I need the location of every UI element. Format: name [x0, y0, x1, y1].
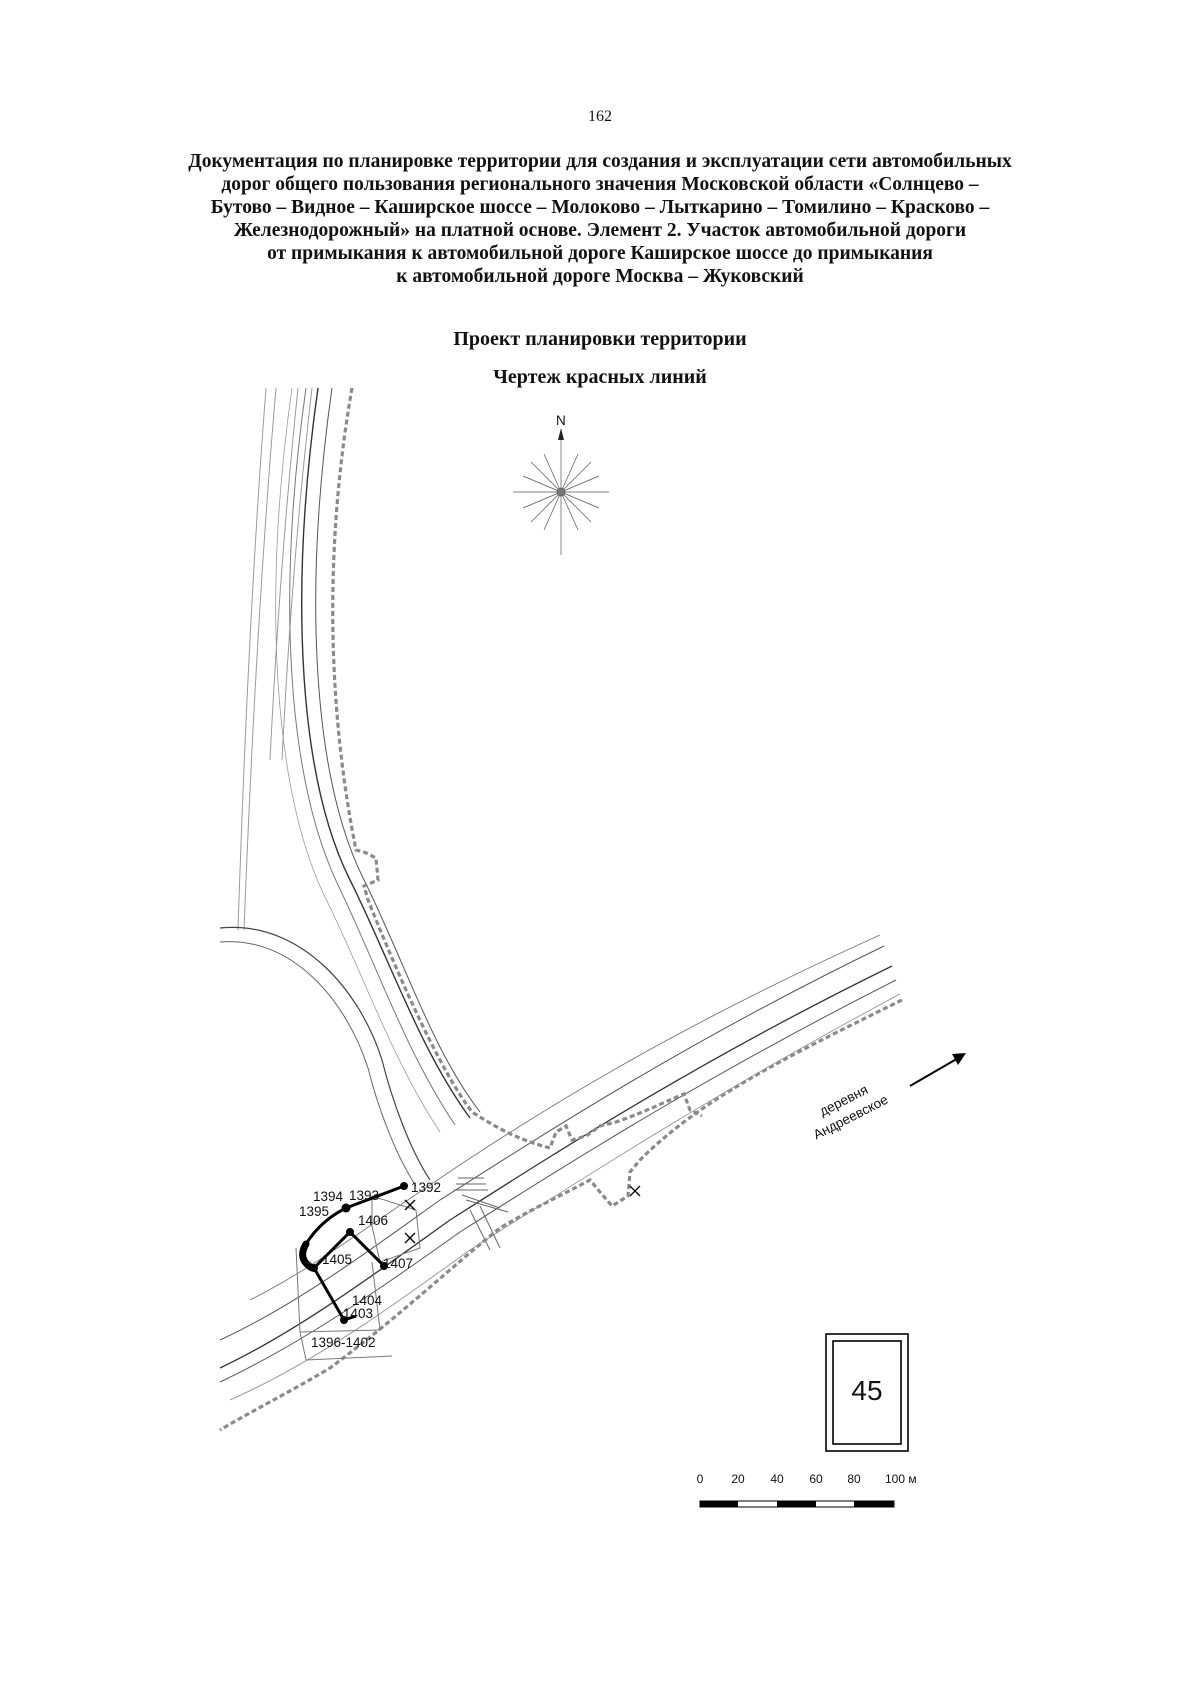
scale-tick-label: 40: [770, 1472, 784, 1486]
western-road: [237, 387, 313, 931]
title-line: дорог общего пользования регионального з…: [221, 174, 979, 195]
point-label-1403: 1403: [343, 1306, 373, 1321]
parcel-outlines: [295, 1195, 421, 1361]
scale-bar: 0 20 40 60 80 100 м: [697, 1472, 917, 1508]
scale-tick-label: 20: [731, 1472, 745, 1486]
page-number: 162: [588, 108, 612, 125]
point-label-1407: 1407: [383, 1256, 413, 1271]
ramp-curve: [219, 926, 431, 1187]
main-road-north: [275, 387, 481, 1133]
sheet-number-box: 45: [825, 1333, 909, 1452]
point-label-1394: 1394: [313, 1189, 344, 1204]
title-line: Бутово – Видное – Каширское шоссе – Моло…: [210, 197, 990, 218]
arrow-northeast-icon: [909, 1053, 966, 1087]
direction-label: деревня Андреевское: [811, 1082, 891, 1142]
boundary-polygon: [299, 1182, 408, 1324]
compass-rose-icon: [513, 428, 609, 555]
point-label-1395: 1395: [299, 1204, 329, 1219]
scale-tick-label: 80: [847, 1472, 861, 1486]
scale-tick-label: 60: [809, 1472, 823, 1486]
red-lines: [219, 387, 903, 1432]
title-line: к автомобильной дороге Москва – Жуковски…: [396, 266, 804, 287]
title-line: Железнодорожный» на платной основе. Элем…: [233, 220, 967, 241]
point-label-1405: 1405: [322, 1252, 352, 1267]
highway: [219, 934, 901, 1401]
document-title: Документация по планировке территории дл…: [120, 150, 1080, 288]
point-label-1404: 1404: [352, 1293, 383, 1308]
title-line: от примыкания к автомобильной дороге Каш…: [267, 243, 933, 264]
title-line: Документация по планировке территории дл…: [188, 151, 1012, 172]
scale-tick-label: 0: [697, 1472, 704, 1486]
x-markers: [404, 1185, 641, 1244]
project-subtitle: Проект планировки территории: [453, 328, 747, 350]
drawing-title: Чертеж красных линий: [493, 366, 707, 388]
sheet-number: 45: [851, 1375, 882, 1406]
scale-tick-label: 100 м: [885, 1472, 917, 1486]
point-label-1406: 1406: [358, 1213, 388, 1228]
point-label-1396-1402: 1396-1402: [311, 1335, 376, 1350]
compass-north-label: N: [556, 413, 566, 428]
point-label-1393: 1393: [349, 1188, 379, 1203]
junction-hatch: [454, 1177, 509, 1251]
point-label-1392: 1392: [411, 1180, 441, 1195]
